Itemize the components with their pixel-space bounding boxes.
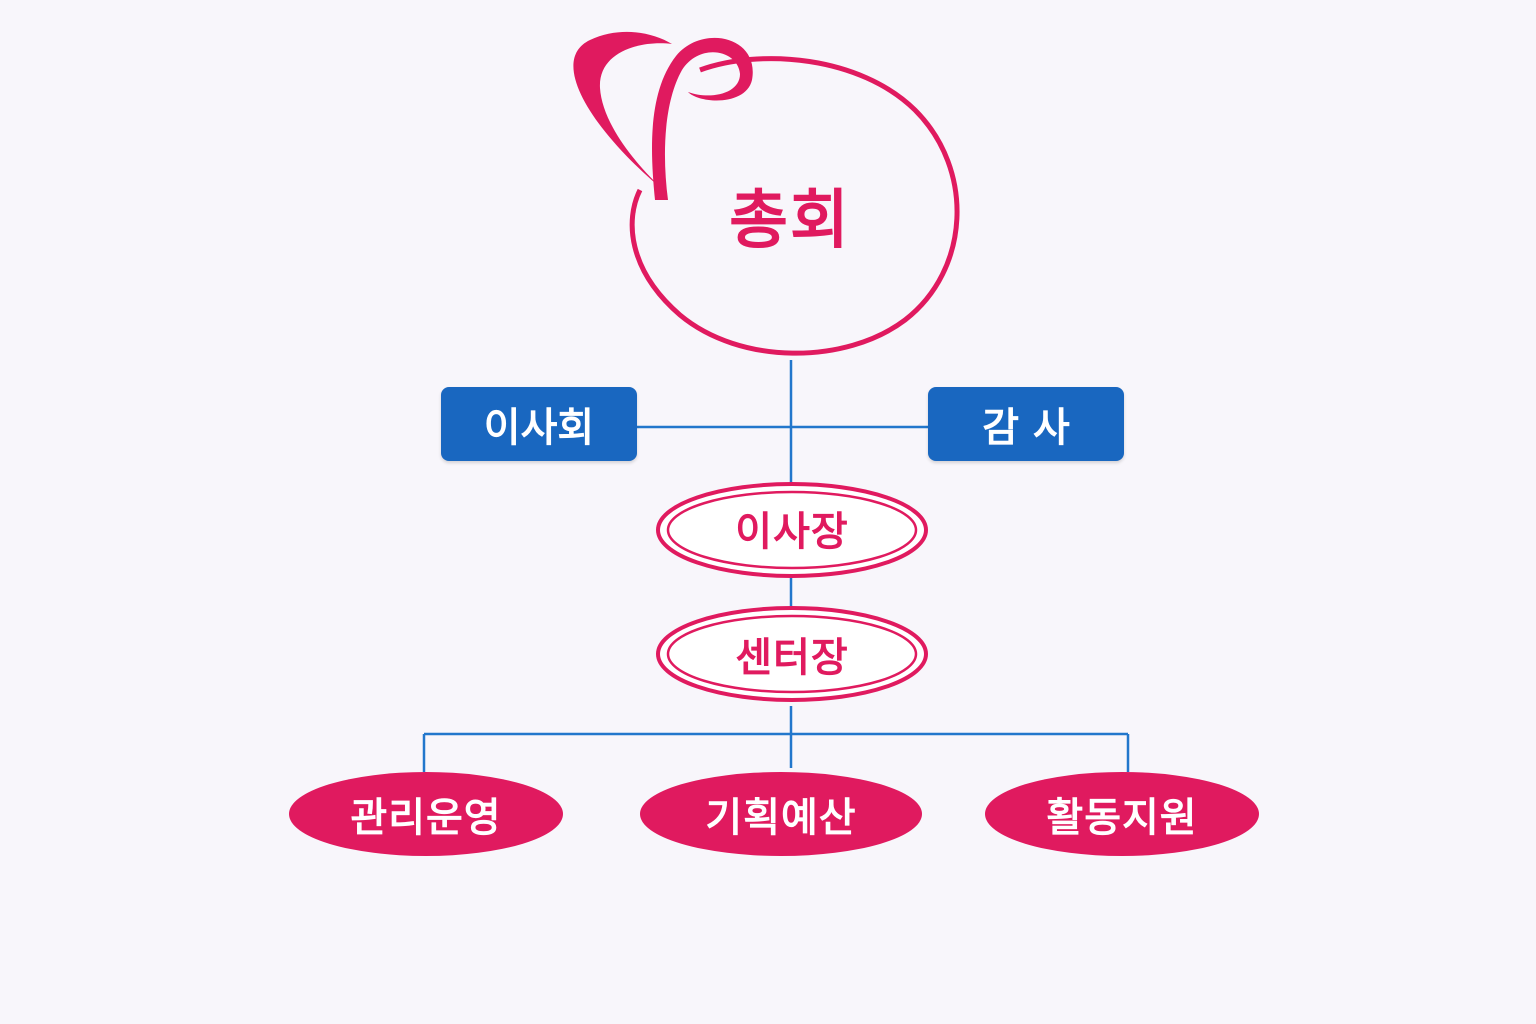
center-oval-inner	[666, 614, 918, 694]
dept-label-planning-budget: 기획예산	[705, 795, 857, 841]
center-oval	[656, 606, 928, 702]
dept-label-management: 관리운영	[350, 795, 502, 841]
dept-oval-0	[289, 772, 563, 856]
audit-box: 감 사	[928, 387, 1124, 461]
audit-label: 감 사	[982, 405, 1070, 451]
center-director-label: 센터장	[735, 635, 849, 681]
chair-oval-inner	[666, 490, 918, 570]
heart-logo-curl	[652, 37, 753, 201]
board-label: 이사회	[483, 405, 595, 451]
board-box: 이사회	[441, 387, 637, 461]
general-assembly-label: 총회	[729, 184, 851, 258]
dept-oval-1	[640, 772, 922, 856]
connector-lines	[422, 360, 1130, 772]
dept-label-activity-support: 활동지원	[1046, 795, 1198, 841]
chairman-label: 이사장	[735, 509, 849, 555]
big-circle	[629, 56, 960, 356]
oval-shapes	[289, 482, 1259, 856]
dept-oval-2	[985, 772, 1259, 856]
chair-oval	[656, 482, 928, 578]
heart-logo-left-lobe	[573, 31, 672, 195]
heart-logo	[573, 31, 960, 356]
